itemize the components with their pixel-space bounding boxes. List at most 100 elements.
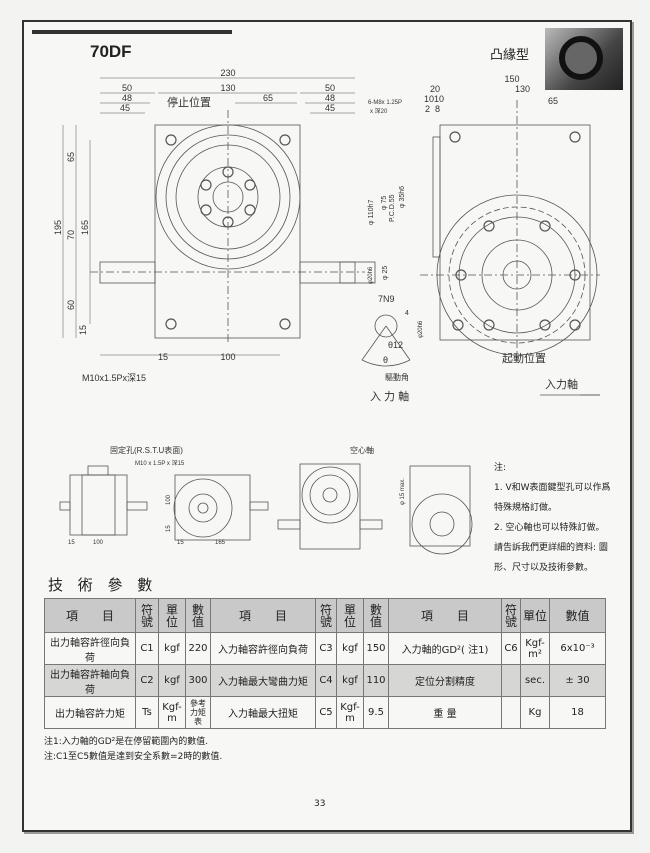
dim: 15 — [158, 352, 168, 362]
cell: Ts — [135, 696, 159, 729]
dim: 100 — [220, 352, 235, 362]
mount-hole-note: M10x1.5Px深15 — [82, 373, 146, 383]
note-1: 1. V和W表面鍵型孔可以作爲特殊規格訂做。 — [494, 483, 611, 513]
header-cell: 單位 — [336, 598, 364, 633]
header-cell: 項 目 — [388, 598, 502, 633]
dim: 65 — [263, 93, 273, 103]
cell: C1 — [135, 632, 159, 665]
cell: 6x10⁻³ — [549, 632, 606, 665]
cell: 重 量 — [388, 696, 502, 729]
dim: P.C.D.55 — [389, 194, 396, 222]
fix-hole-label: 固定孔(R.S.T.U表面) — [110, 445, 183, 455]
note-2: 2. 空心軸也可以特殊訂做。 — [494, 523, 605, 533]
cell: 定位分割精度 — [388, 664, 502, 697]
spec-title: 技 術 參 數 — [48, 576, 158, 594]
dim: 165 — [80, 220, 90, 235]
spec-table: 項 目 符號 單位 數值 項 目 符號 單位 數值 項 目 符號 單位 數值 出… — [44, 598, 606, 729]
header-cell: 數值 — [363, 598, 389, 633]
cell: 出力軸容許軸向負荷 — [44, 664, 136, 697]
cell: Kgf-m — [158, 696, 186, 729]
header-cell: 數值 — [549, 598, 606, 633]
page-number: 33 — [314, 799, 326, 809]
cell: 9.5 — [363, 696, 389, 729]
cell: 入力軸容許徑向負荷 — [210, 632, 316, 665]
cell: C3 — [315, 632, 337, 665]
cell: kgf — [336, 664, 364, 697]
side-notes: 注: 1. V和W表面鍵型孔可以作爲特殊規格訂做。 2. 空心軸也可以特殊訂做。… — [494, 458, 614, 578]
dim: 50 — [122, 83, 132, 93]
dim: φ 75 — [381, 196, 388, 210]
cell: kgf — [336, 632, 364, 665]
dim: 45 — [120, 103, 130, 113]
key-dim: 7N9 — [378, 294, 395, 304]
thread-note: x 深20 — [370, 107, 388, 115]
dim: 195 — [53, 220, 63, 235]
header-cell: 項 目 — [44, 598, 136, 633]
dim: 130 — [515, 84, 530, 94]
cell: 入力軸最大扭矩 — [210, 696, 316, 729]
dim: 50 — [325, 83, 335, 93]
dim: φ 110h7 — [368, 199, 375, 225]
dim: 2 — [425, 104, 430, 114]
header-cell: 單位 — [158, 598, 186, 633]
cell: Kg — [520, 696, 550, 729]
dim: φ 35h6 — [399, 186, 406, 208]
dim: 45 — [325, 103, 335, 113]
cell: 出力軸容許力矩 — [44, 696, 136, 729]
cell: C4 — [315, 664, 337, 697]
dim: 8 — [435, 104, 440, 114]
dim: φ 25 — [382, 266, 389, 280]
dim: θ — [383, 355, 388, 365]
small-views — [59, 463, 473, 555]
header-cell: 符號 — [501, 598, 521, 633]
header-cell: 符號 — [135, 598, 159, 633]
dim: φ20h6 — [368, 266, 374, 284]
dim: φ 15 max. — [400, 478, 406, 505]
cell: Kgf-m — [336, 696, 364, 729]
cell: ± 30 — [549, 664, 606, 697]
cell: 110 — [363, 664, 389, 697]
dim: 60 — [66, 300, 76, 310]
thread-note: 6-M8x 1.25P — [368, 100, 402, 106]
product-photo — [545, 28, 623, 90]
stop-position-label: 停止位置 — [167, 95, 211, 109]
header-cell: 數值 — [185, 598, 211, 633]
cell: 220 — [185, 632, 211, 665]
dim: 15 — [166, 525, 172, 532]
dim: 10 — [434, 94, 444, 104]
dim: 10 — [424, 94, 434, 104]
dim: 65 — [66, 152, 76, 162]
dim: 15 — [78, 325, 88, 335]
dim: 100 — [93, 540, 104, 546]
cell: 300 — [185, 664, 211, 697]
cell: 出力軸容許徑向負荷 — [44, 632, 136, 665]
table-header-row: 項 目 符號 單位 數值 項 目 符號 單位 數值 項 目 符號 單位 數值 — [44, 598, 606, 633]
input-shaft-label: 入力軸 — [545, 377, 578, 391]
dim: 70 — [66, 230, 76, 240]
footnote: 注1:入力軸的GD²是在停留範圍內的數值. — [44, 737, 209, 747]
footnotes: 注1:入力軸的GD²是在停留範圍內的數值. 注:C1至C5數值是達到安全系數=2… — [44, 735, 222, 765]
technical-drawing: 230 50 130 48 45 65 50 48 45 停止位置 6-M8x … — [53, 68, 600, 555]
dim: 15 — [68, 540, 75, 546]
dim: 4 — [405, 310, 409, 317]
dim: θ12 — [388, 340, 403, 350]
header-cell: 符號 — [315, 598, 337, 633]
cell: 入力軸的GD²( 注1) — [388, 632, 502, 665]
cell: 入力軸最大彎曲力矩 — [210, 664, 316, 697]
cell: C2 — [135, 664, 159, 697]
drive-angle-label: 驅動角 — [385, 372, 409, 382]
type-label: 凸緣型 — [490, 48, 530, 63]
model-title: 70DF — [90, 42, 132, 61]
header-cell: 項 目 — [210, 598, 316, 633]
cell: kgf — [158, 632, 186, 665]
cell: Kgf-m² — [520, 632, 550, 665]
dim: 65 — [548, 96, 558, 106]
dim: 150 — [504, 74, 519, 84]
cell: 18 — [549, 696, 606, 729]
shaft-title: 入 力 軸 — [370, 389, 409, 403]
cell: 150 — [363, 632, 389, 665]
cell — [501, 664, 521, 697]
